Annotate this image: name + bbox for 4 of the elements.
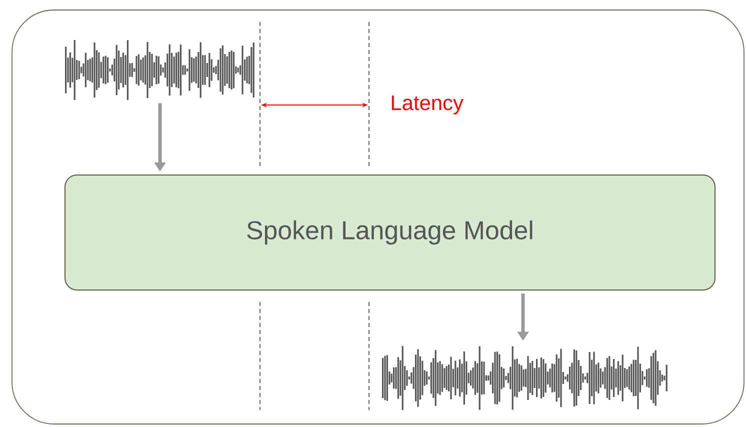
latency-label: Latency	[392, 96, 464, 114]
picture	[65, 40, 254, 100]
picture	[382, 346, 668, 410]
model-box: Spoken Language Model	[64, 174, 716, 290]
